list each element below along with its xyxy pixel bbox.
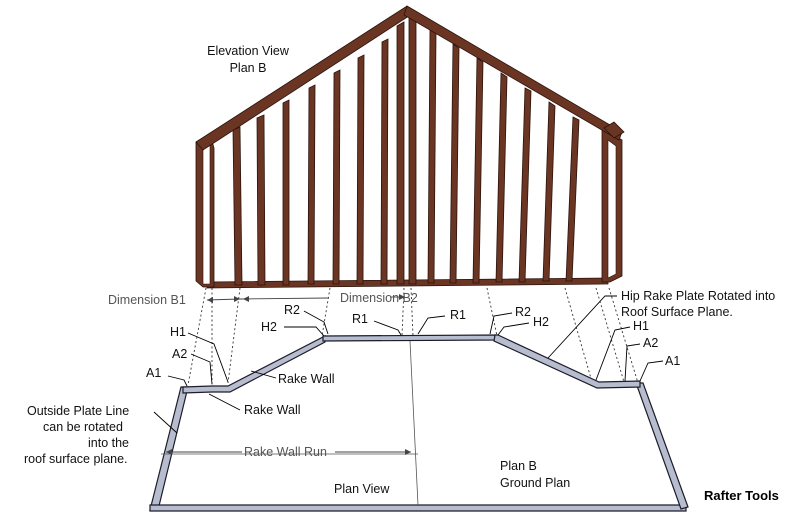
elevation-title: Elevation View [207, 44, 290, 58]
ridge-plate [322, 334, 498, 342]
outside-plate-label-4: roof surface plane. [24, 452, 128, 466]
r2-left-label: R2 [284, 303, 300, 317]
plan-center-line [409, 340, 419, 506]
a2-left-label: A2 [172, 347, 187, 361]
brand-label: Rafter Tools [704, 488, 779, 503]
dimension-b2-label: Dimension B2 [340, 291, 418, 305]
h2-right-label: H2 [533, 315, 549, 329]
ground-plan-label: Ground Plan [500, 476, 570, 490]
rake-plate-left [182, 335, 326, 394]
bottom-wall-plate [149, 504, 687, 512]
leader-lines [153, 295, 664, 455]
left-rafter [195, 5, 413, 151]
rake-wall-label-1: Rake Wall [278, 372, 335, 386]
a2-right-label: A2 [643, 336, 658, 350]
outside-plate-label-3: into the [88, 436, 129, 450]
a1-right-label: A1 [665, 354, 680, 368]
center-post-left [396, 21, 405, 285]
plan-b-label: Plan B [500, 459, 537, 473]
left-studs [232, 38, 389, 286]
h2-left-label: H2 [261, 320, 277, 334]
hip-rake-label-line1: Hip Rake Plate Rotated into [621, 289, 775, 303]
a1-left-label: A1 [146, 366, 161, 380]
dimension-lines [206, 294, 405, 303]
r1-right-label: R1 [450, 308, 466, 322]
center-post-right [408, 17, 417, 285]
outside-plate-label-1: Outside Plate Line [27, 404, 129, 418]
dimension-b1-label: Dimension B1 [108, 293, 186, 307]
elevation-framing [195, 5, 625, 289]
rake-wall-label-2: Rake Wall [244, 403, 301, 417]
right-rafter [403, 5, 623, 141]
elevation-subtitle: Plan B [230, 61, 267, 75]
right-studs [427, 29, 580, 284]
rake-wall-run-label: Rake Wall Run [244, 445, 327, 459]
r2-right-label: R2 [515, 305, 531, 319]
hip-rake-label-line2: Roof Surface Plane. [621, 305, 733, 319]
outside-plate-left [149, 386, 189, 511]
plan-plates [149, 334, 689, 512]
r1-left-label: R1 [352, 312, 368, 326]
plan-view-label: Plan View [334, 482, 390, 496]
outside-plate-label-2: can be rotated [43, 420, 123, 434]
projection-lines [187, 287, 639, 386]
outside-plate-right [635, 382, 689, 510]
h1-left-label: H1 [170, 325, 186, 339]
rake-plate-right [493, 334, 641, 389]
diagram-labels: Elevation View Plan B Dimension B1 Dimen… [24, 44, 779, 503]
h1-right-label: H1 [633, 319, 649, 333]
